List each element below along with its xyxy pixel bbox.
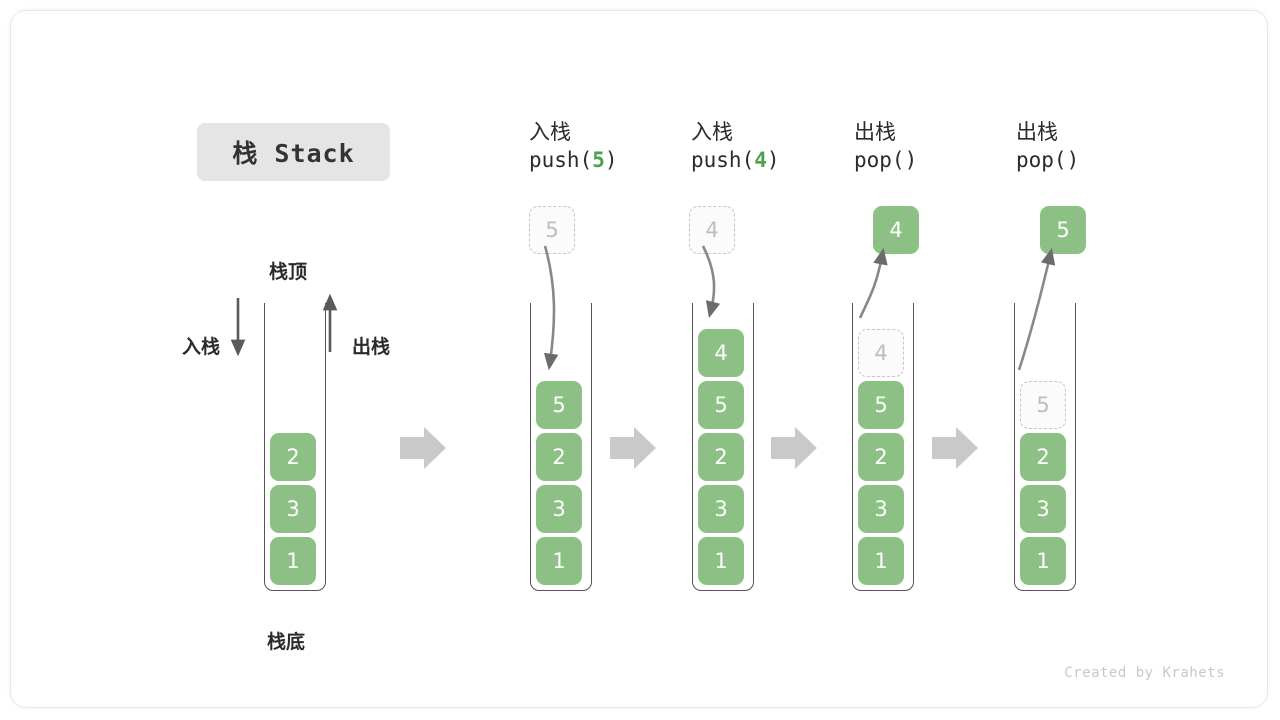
floating-element-ghost: 4	[689, 206, 735, 254]
code-prefix: push(	[691, 147, 755, 172]
code-suffix: )	[904, 147, 918, 172]
stack-cell: 3	[1020, 485, 1066, 533]
diagram-card: 栈 Stack 栈顶 栈底 入栈 出栈 入栈 push(5) 入栈 push(4…	[10, 10, 1268, 708]
stack-cell: 2	[698, 433, 744, 481]
stack-cells: 5 2 3 1	[1020, 379, 1070, 585]
push-side-label: 入栈	[182, 336, 221, 358]
code-suffix: )	[766, 147, 780, 172]
stack-cell-ghost: 4	[858, 329, 904, 377]
stack-cell: 4	[698, 329, 744, 377]
code-prefix: pop(	[854, 147, 905, 172]
code-arg: 4	[754, 147, 767, 172]
stack-cell: 1	[536, 537, 582, 585]
stack-cell: 3	[270, 485, 316, 533]
code-suffix: )	[604, 147, 618, 172]
pop-side-label: 出栈	[352, 336, 391, 358]
stack-tube	[692, 303, 754, 591]
stack-cell: 3	[698, 485, 744, 533]
stack-top-label: 栈顶	[269, 261, 308, 283]
stack-cell: 5	[698, 381, 744, 429]
stack-cell: 2	[270, 433, 316, 481]
column-header-cn: 入栈	[529, 120, 571, 144]
stack-cell: 2	[536, 433, 582, 481]
column-header-code: push(4)	[691, 147, 780, 175]
diagram-title-text: 栈 Stack	[232, 139, 355, 168]
code-suffix: )	[1066, 147, 1080, 172]
floating-element-ghost: 5	[529, 206, 575, 254]
stack-cell: 1	[858, 537, 904, 585]
popped-element: 5	[1040, 206, 1086, 254]
stack-cell: 2	[858, 433, 904, 481]
stack-cell-ghost: 5	[1020, 381, 1066, 429]
stack-cell: 1	[1020, 537, 1066, 585]
stack-cell: 1	[698, 537, 744, 585]
stack-tube	[852, 303, 914, 591]
code-prefix: push(	[529, 147, 593, 172]
stack-cell: 5	[536, 381, 582, 429]
stack-cell: 3	[536, 485, 582, 533]
watermark: Created by Krahets	[1064, 665, 1225, 681]
stack-bottom-label: 栈底	[267, 631, 306, 653]
stack-tube	[264, 303, 326, 591]
stack-cells: 4 5 2 3 1	[858, 327, 908, 585]
stack-cells: 5 2 3 1	[536, 379, 586, 585]
stack-cells: 2 3 1	[270, 431, 320, 585]
column-header-code: pop()	[1016, 147, 1079, 175]
stack-cells: 4 5 2 3 1	[698, 327, 748, 585]
code-prefix: pop(	[1016, 147, 1067, 172]
column-header-code: pop()	[854, 147, 917, 175]
code-arg: 5	[592, 147, 605, 172]
stack-cell: 3	[858, 485, 904, 533]
stack-cell: 5	[858, 381, 904, 429]
column-header-cn: 出栈	[1016, 120, 1058, 144]
column-header-cn: 出栈	[854, 120, 896, 144]
diagram-title-badge: 栈 Stack	[197, 123, 390, 181]
stack-tube	[530, 303, 592, 591]
stack-cell: 2	[1020, 433, 1066, 481]
column-header-code: push(5)	[529, 147, 618, 175]
column-header-cn: 入栈	[691, 120, 733, 144]
popped-element: 4	[873, 206, 919, 254]
column-header-push-5: 入栈 push(5)	[529, 119, 618, 174]
column-header-push-4: 入栈 push(4)	[691, 119, 780, 174]
column-header-pop-4: 出栈 pop()	[854, 119, 917, 174]
column-header-pop-5: 出栈 pop()	[1016, 119, 1079, 174]
stack-cell: 1	[270, 537, 316, 585]
stack-tube	[1014, 303, 1076, 591]
